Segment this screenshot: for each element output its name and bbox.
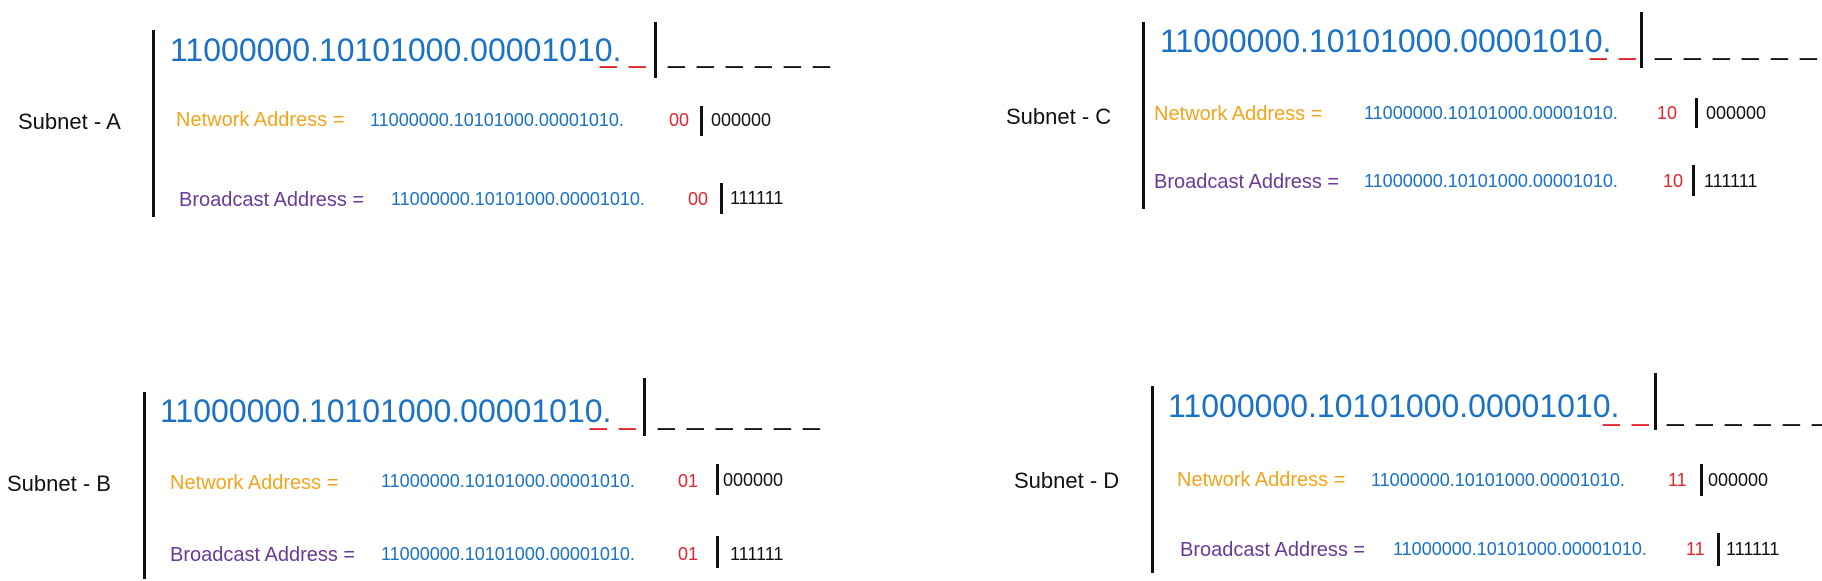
broadcast-subnet-bits: 10 — [1663, 171, 1684, 191]
network-address-prefix: 11000000.10101000.00001010. — [1364, 103, 1618, 123]
header-divider-line — [643, 378, 646, 436]
network-subnet-bits: 00 — [669, 110, 690, 130]
broadcast-address-label: Broadcast Address = — [1180, 539, 1366, 561]
subnet-label: Subnet - D — [1014, 468, 1120, 493]
header-divider-line — [1654, 373, 1657, 430]
broadcast-address-prefix: 11000000.10101000.00001010. — [381, 544, 635, 564]
subnet-bracket-line — [152, 30, 155, 217]
broadcast-host-bits: 111111 — [1726, 539, 1780, 559]
network-divider-line — [1700, 464, 1703, 496]
network-address-label: Network Address = — [170, 472, 339, 494]
network-address-label: Network Address = — [176, 109, 345, 131]
network-host-bits: 000000 — [1708, 470, 1769, 490]
network-host-bits: 000000 — [1706, 103, 1767, 123]
broadcast-address-label: Broadcast Address = — [179, 189, 365, 211]
network-address-label: Network Address = — [1154, 103, 1323, 125]
header-divider-line — [1640, 12, 1643, 68]
broadcast-divider-line — [716, 536, 719, 568]
network-subnet-bits: 01 — [678, 471, 699, 491]
header-subnet-bits: _ _ — [1590, 28, 1638, 61]
header-subnet-bits: _ _ — [1603, 394, 1651, 427]
broadcast-address-prefix: 11000000.10101000.00001010. — [1364, 171, 1618, 191]
broadcast-subnet-bits: 00 — [688, 189, 709, 209]
network-host-bits: 000000 — [723, 470, 784, 490]
subnet-bracket-line — [1151, 386, 1154, 573]
header-host-bits: _ _ _ _ _ _ — [1667, 394, 1822, 427]
header-network-prefix: 11000000.10101000.00001010. — [170, 32, 622, 68]
header-host-bits: _ _ _ _ _ _ — [668, 36, 832, 69]
network-address-prefix: 11000000.10101000.00001010. — [370, 110, 624, 130]
header-divider-line — [654, 22, 657, 78]
header-network-prefix: 11000000.10101000.00001010. — [1160, 23, 1612, 59]
broadcast-address-label: Broadcast Address = — [1154, 171, 1340, 193]
broadcast-address-prefix: 11000000.10101000.00001010. — [1393, 539, 1647, 559]
broadcast-divider-line — [720, 183, 723, 214]
network-host-bits: 000000 — [711, 110, 772, 130]
subnet-bracket-line — [1142, 22, 1145, 209]
broadcast-host-bits: 111111 — [1704, 171, 1758, 191]
header-network-prefix: 11000000.10101000.00001010. — [160, 393, 612, 429]
network-divider-line — [716, 464, 719, 495]
subnet-label: Subnet - A — [18, 109, 121, 134]
network-divider-line — [1695, 98, 1698, 128]
broadcast-host-bits: 111111 — [730, 544, 784, 564]
header-network-prefix: 11000000.10101000.00001010. — [1168, 388, 1620, 424]
subnet-label: Subnet - C — [1006, 104, 1112, 129]
network-subnet-bits: 11 — [1668, 470, 1687, 490]
broadcast-divider-line — [1692, 165, 1695, 196]
broadcast-address-prefix: 11000000.10101000.00001010. — [391, 189, 645, 209]
header-host-bits: _ _ _ _ _ _ — [658, 398, 822, 431]
broadcast-address-label: Broadcast Address = — [170, 544, 356, 566]
broadcast-subnet-bits: 11 — [1686, 539, 1705, 559]
header-host-bits: _ _ _ _ _ _ — [1655, 28, 1819, 61]
broadcast-subnet-bits: 01 — [678, 544, 699, 564]
network-address-prefix: 11000000.10101000.00001010. — [1371, 470, 1625, 490]
broadcast-host-bits: 111111 — [730, 188, 784, 208]
network-divider-line — [700, 106, 703, 136]
header-subnet-bits: _ _ — [600, 36, 648, 69]
subnet-bracket-line — [143, 392, 146, 579]
network-address-prefix: 11000000.10101000.00001010. — [381, 471, 635, 491]
network-subnet-bits: 10 — [1657, 103, 1678, 123]
subnet-label: Subnet - B — [7, 471, 111, 496]
header-subnet-bits: _ _ — [590, 398, 638, 431]
broadcast-divider-line — [1717, 533, 1720, 566]
network-address-label: Network Address = — [1177, 469, 1346, 491]
